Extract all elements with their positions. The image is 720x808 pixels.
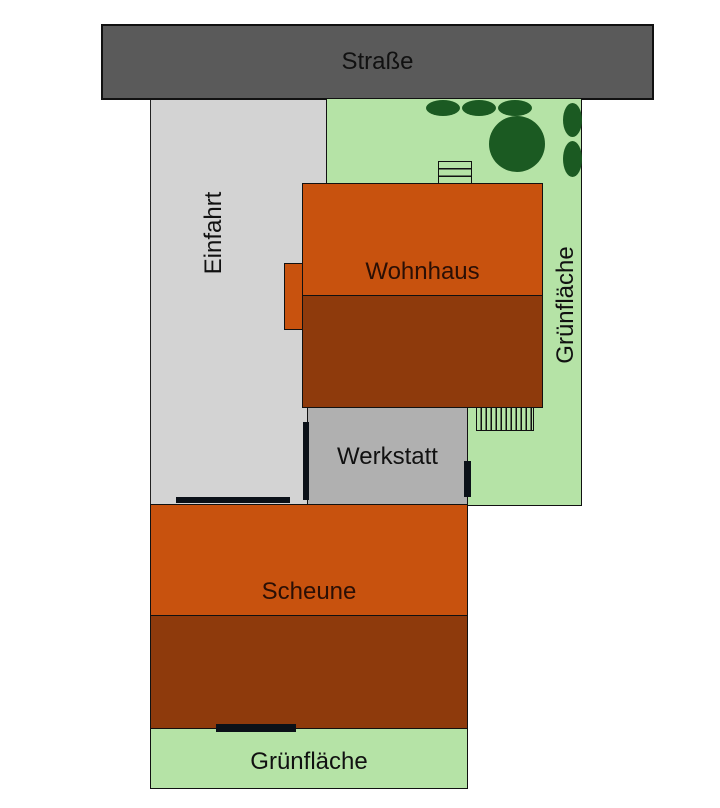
road <box>101 24 654 100</box>
driveway-label: Einfahrt <box>200 191 227 275</box>
residence-annex <box>284 263 304 330</box>
tree <box>489 116 545 172</box>
residence-roof-front <box>302 183 543 296</box>
road-label: Straße <box>341 48 414 75</box>
barn-roof-front <box>150 504 468 616</box>
barn-door-top <box>176 497 290 503</box>
bush-5 <box>563 141 582 177</box>
barn-roof-back <box>150 615 468 729</box>
stairs-front <box>438 161 472 184</box>
residence-label: Wohnhaus <box>365 258 480 285</box>
green-area-bottom-label: Grünfläche <box>250 748 368 775</box>
bush-2 <box>462 100 496 116</box>
bush-4 <box>563 103 582 137</box>
stairs-back <box>476 407 534 431</box>
workshop-label: Werkstatt <box>337 443 438 470</box>
bush-3 <box>498 100 532 116</box>
green-area-bottom <box>150 728 468 789</box>
barn-label: Scheune <box>261 578 357 605</box>
green-area-right-label: Grünfläche <box>552 246 579 364</box>
residence-roof-back <box>302 295 543 408</box>
workshop-door-right <box>464 461 471 497</box>
bush-1 <box>426 100 460 116</box>
barn-door-bottom <box>216 724 296 732</box>
workshop-door-left <box>303 422 309 500</box>
